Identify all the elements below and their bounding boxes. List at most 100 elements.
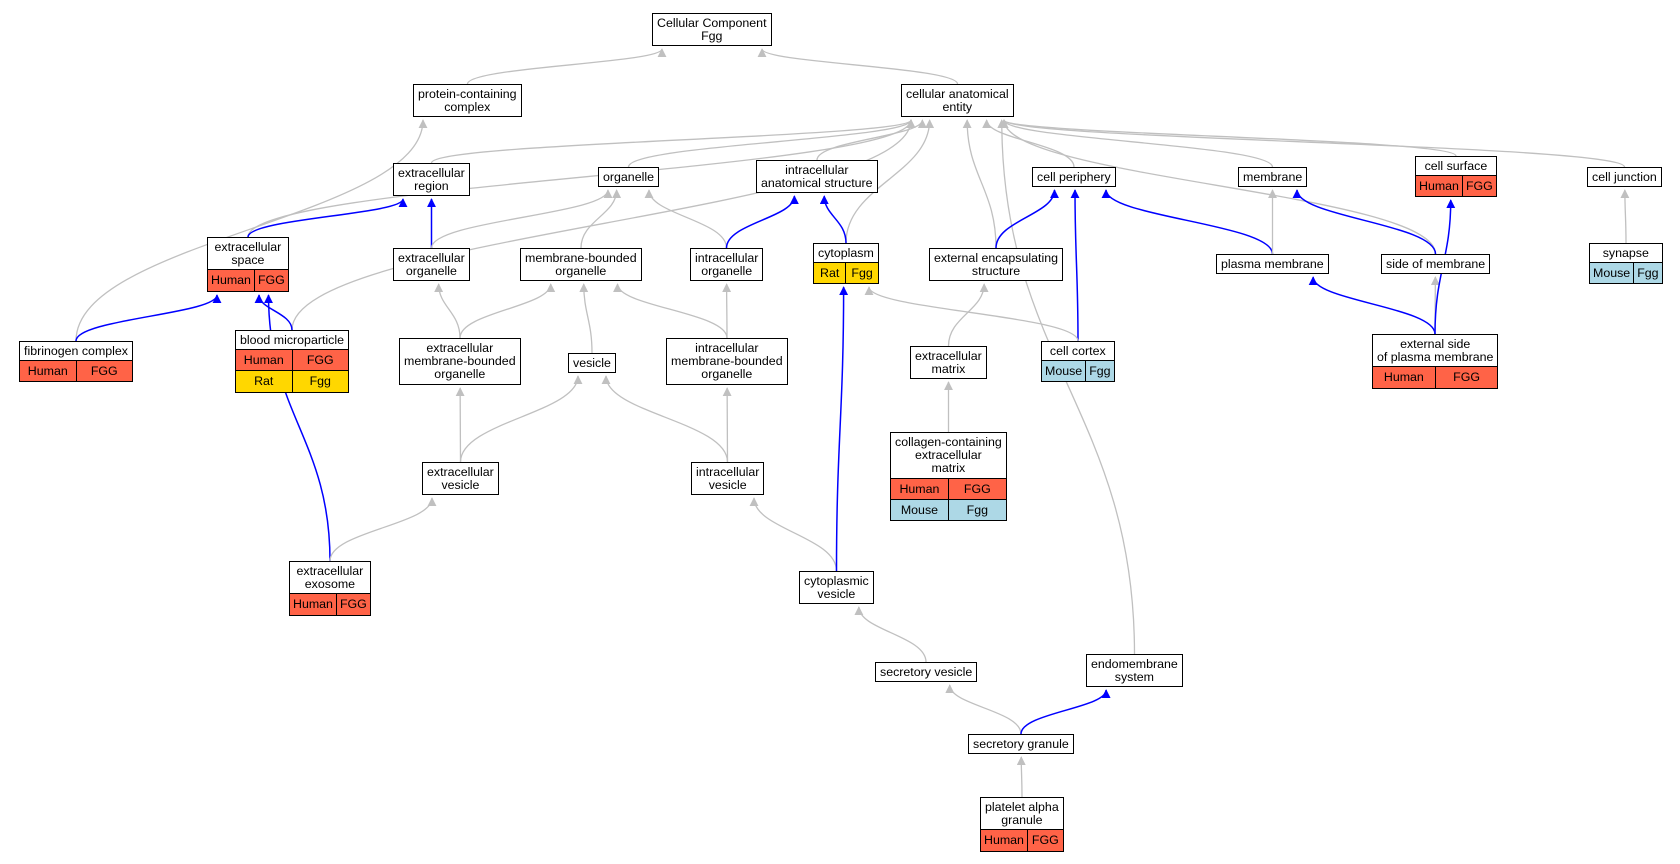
go-term-label: cytoplasm bbox=[818, 246, 874, 260]
edge-is_a-exo-to-ev bbox=[329, 497, 437, 562]
go-term-label: extracellular membrane-bounded organelle bbox=[404, 341, 516, 382]
go-term-node-cv[interactable]: cytoplasmic vesicle bbox=[799, 571, 874, 605]
annotation-gene: FGG bbox=[75, 361, 133, 382]
go-term-node-vesicle[interactable]: vesicle bbox=[568, 353, 616, 374]
go-term-label: cellular anatomical entity bbox=[906, 87, 1009, 115]
go-term-label: blood microparticle bbox=[240, 333, 344, 347]
edge-part_of-pm-to-cp bbox=[1101, 189, 1274, 255]
go-term-label: endomembrane system bbox=[1091, 657, 1178, 685]
go-term-node-ees[interactable]: external encapsulating structure bbox=[929, 248, 1063, 282]
go-term-label: extracellular region bbox=[398, 166, 465, 194]
go-term-label: external encapsulating structure bbox=[934, 251, 1058, 279]
go-term-node-membrane[interactable]: membrane bbox=[1238, 167, 1308, 188]
annotation-gene: Fgg bbox=[947, 499, 1006, 521]
go-term-node-root[interactable]: Cellular Component Fgg bbox=[652, 13, 772, 47]
go-term-node-pm[interactable]: plasma membrane bbox=[1216, 254, 1329, 275]
edge-is_a-cae-to-root bbox=[757, 48, 959, 85]
annotation-gene: FGG bbox=[1461, 176, 1496, 197]
go-term-label: cell periphery bbox=[1037, 170, 1111, 184]
go-term-node-ev[interactable]: extracellular vesicle bbox=[422, 462, 499, 496]
edge-is_a-ev-to-vesicle bbox=[459, 375, 583, 463]
annotation-gene: Fgg bbox=[1633, 263, 1662, 284]
annotation-species: Human bbox=[236, 350, 292, 371]
go-term-node-io[interactable]: intracellular organelle bbox=[690, 248, 764, 282]
go-term-node-er[interactable]: extracellular region bbox=[393, 163, 470, 197]
go-term-node-ccem[interactable]: collagen-containing extracellular matrix… bbox=[890, 432, 1007, 522]
edge-is_a-ees-to-cae bbox=[962, 119, 997, 249]
go-term-node-cae[interactable]: cellular anatomical entity bbox=[901, 84, 1014, 118]
go-term-node-som[interactable]: side of membrane bbox=[1381, 254, 1491, 275]
go-term-node-organelle[interactable]: organelle bbox=[598, 167, 659, 188]
edge-is_a-embo-to-mbo bbox=[459, 283, 556, 339]
edge-is_a-ems-to-cae bbox=[997, 119, 1136, 655]
annotation-gene: Fgg bbox=[845, 263, 878, 284]
go-term-node-pcc[interactable]: protein-containing complex bbox=[413, 84, 522, 118]
go-term-label: fibrinogen complex bbox=[24, 344, 129, 358]
edge-is_a-membrane-to-cae bbox=[999, 119, 1274, 168]
edge-is_a-ias-to-cae bbox=[816, 119, 927, 161]
go-term-node-mbo[interactable]: membrane-bounded organelle bbox=[520, 248, 642, 282]
edge-is_a-cp-to-cae bbox=[982, 119, 1075, 168]
edge-is_a-cyto-to-cae bbox=[845, 119, 935, 244]
edge-is_a-organelle-to-cae bbox=[627, 119, 916, 168]
annotation-gene: FGG bbox=[335, 594, 370, 615]
go-term-node-embo[interactable]: extracellular membrane-bounded organelle bbox=[399, 338, 521, 385]
go-term-node-sv[interactable]: secretory vesicle bbox=[875, 662, 978, 683]
edge-is_a-cc-to-cyto bbox=[864, 286, 1079, 342]
annotation-species: Mouse bbox=[891, 499, 948, 521]
go-term-node-iv[interactable]: intracellular vesicle bbox=[691, 462, 765, 496]
go-term-label: membrane-bounded organelle bbox=[525, 251, 637, 279]
go-term-node-cp[interactable]: cell periphery bbox=[1032, 167, 1116, 188]
annotation-species: Rat bbox=[814, 263, 846, 284]
annotation-species: Human bbox=[1373, 367, 1435, 388]
go-term-label: synapse bbox=[1602, 246, 1649, 260]
annotation-gene: FGG bbox=[253, 270, 288, 291]
edge-is_a-cs-to-cae bbox=[999, 119, 1457, 157]
go-term-node-ias[interactable]: intracellular anatomical structure bbox=[756, 160, 878, 194]
edge-is_a-fc-to-pcc bbox=[75, 119, 428, 342]
go-term-label: extracellular organelle bbox=[398, 251, 465, 279]
edge-is_a-cj-to-cae bbox=[999, 119, 1626, 168]
edge-is_a-embo-to-eo bbox=[434, 283, 461, 339]
go-term-label: extracellular matrix bbox=[915, 349, 982, 377]
go-term-label: side of membrane bbox=[1386, 257, 1486, 271]
go-term-node-em[interactable]: extracellular matrix bbox=[910, 346, 987, 380]
go-term-label: cell surface bbox=[1424, 159, 1488, 173]
edge-is_a-pag-to-sg bbox=[1016, 756, 1026, 798]
annotation-species: Mouse bbox=[1590, 263, 1634, 284]
edge-is_a-imbo-to-mbo bbox=[613, 283, 728, 339]
go-term-label: Cellular Component Fgg bbox=[657, 16, 767, 44]
annotation-gene: Fgg bbox=[1085, 361, 1114, 382]
edge-is_a-er-to-cae bbox=[430, 119, 916, 164]
go-term-node-sg[interactable]: secretory granule bbox=[968, 734, 1074, 755]
edge-is_a-som-to-cae bbox=[999, 119, 1437, 255]
go-term-label: secretory granule bbox=[973, 737, 1069, 751]
go-term-node-eo[interactable]: extracellular organelle bbox=[393, 248, 470, 282]
edge-part_of-bm-to-es bbox=[254, 294, 293, 331]
edge-part_of-ees-to-cp bbox=[995, 189, 1059, 249]
go-term-node-imbo[interactable]: intracellular membrane-bounded organelle bbox=[666, 338, 788, 385]
edge-part_of-som-to-membrane bbox=[1292, 189, 1437, 255]
go-term-node-cj[interactable]: cell junction bbox=[1587, 167, 1662, 188]
edge-part_of-espm-to-pm bbox=[1308, 276, 1436, 335]
go-term-node-ems[interactable]: endomembrane system bbox=[1086, 654, 1183, 688]
